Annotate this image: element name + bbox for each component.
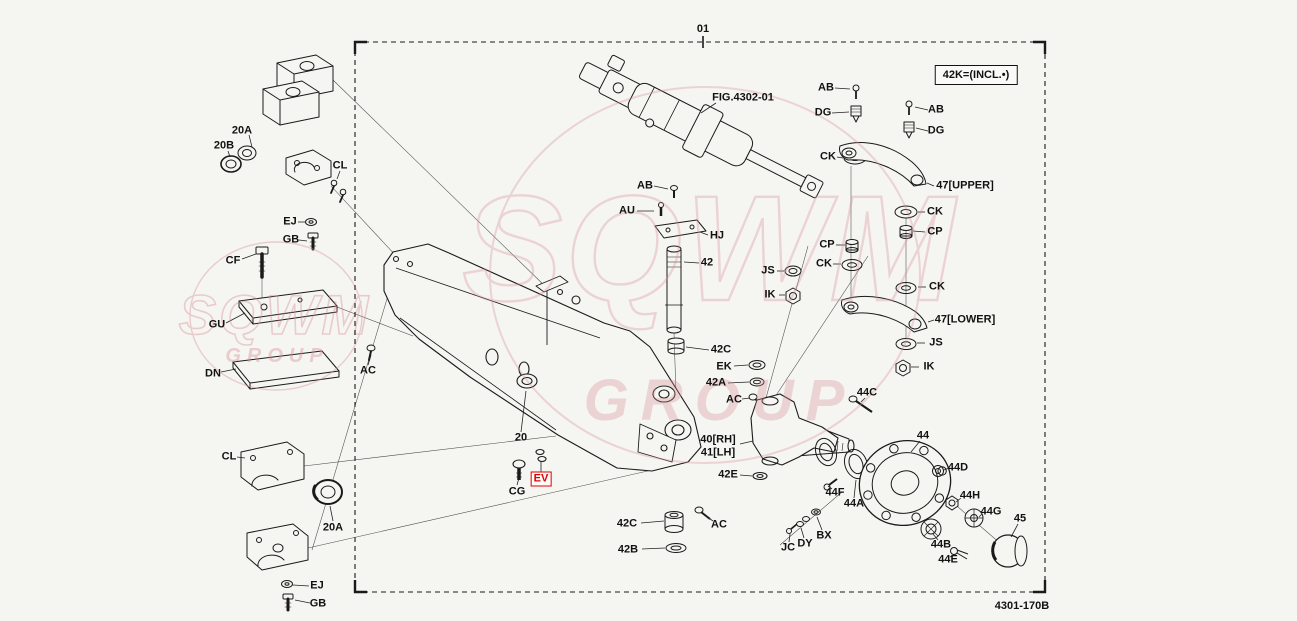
dn-pad (232, 350, 340, 390)
part-label-cl: CL (221, 450, 237, 463)
sheet-number: 01 (696, 23, 710, 35)
part-label-42c: 42C (710, 343, 732, 356)
part-label-40-rh: 40[RH] (700, 433, 736, 446)
part-label-ac: AC (711, 518, 727, 531)
upper-clamp-bracket (285, 149, 347, 203)
steering-cylinder (579, 54, 824, 239)
left-parts-group (220, 54, 376, 612)
part-label-41-lh: 41[LH] (700, 446, 736, 459)
hj-cover-plate (654, 219, 707, 239)
part-label-dg: DG (927, 124, 945, 137)
part-label-20a: 20A (322, 521, 344, 534)
part-label-44h: 44H (959, 489, 981, 502)
part-label-cf: CF (225, 254, 241, 267)
part-label-ik: IK (923, 360, 935, 373)
part-label-ck: CK (816, 257, 832, 270)
part-label-20a: 20A (231, 124, 253, 137)
lower-bushing-20a (312, 479, 343, 505)
steering-knuckle (750, 393, 855, 481)
part-label-au: AU (619, 204, 635, 217)
part-label-ab: AB (637, 179, 653, 192)
cf-bolt (255, 246, 269, 279)
part-label-ac: AC (726, 393, 742, 406)
drop-arms-group (784, 84, 928, 377)
part-label-42c: 42C (616, 517, 638, 530)
hub-assembly (786, 395, 1028, 568)
ac-bolt-left (366, 344, 376, 361)
part-label-cp: CP (927, 225, 943, 238)
part-label-42: 42 (700, 256, 714, 269)
part-label-ck: CK (820, 150, 836, 163)
leader-lines (220, 87, 1019, 604)
ev-washers (535, 448, 547, 463)
diagram-frame (353, 36, 1047, 594)
part-label-47-lower: 47[LOWER] (934, 313, 996, 326)
lower-clamp-bracket (240, 441, 305, 491)
part-label-fig-4302-01: FIG.4302-01 (712, 91, 774, 104)
part-label-ev: EV (530, 471, 552, 487)
axle-beam (383, 243, 702, 480)
part-label-44c: 44C (856, 386, 878, 399)
bushings-20a-20b (220, 145, 257, 173)
gu-plate (238, 289, 338, 325)
part-label-45: 45 (1013, 512, 1027, 525)
bottom-bracket (246, 523, 309, 612)
part-label-jc: JC (780, 541, 796, 554)
part-label-dg: DG (814, 106, 832, 119)
part-label-dn: DN (205, 367, 221, 380)
part-label-cp: CP (819, 238, 835, 251)
cg-bolt (512, 459, 526, 480)
part-label-44b: 44B (930, 538, 952, 551)
mount-blocks (262, 54, 334, 126)
part-label-bx: BX (816, 529, 832, 542)
lower-kingpin-parts (664, 506, 711, 553)
part-label-ck: CK (927, 205, 943, 218)
part-label-44g: 44G (980, 505, 1002, 518)
part-label-42e: 42E (718, 468, 738, 481)
part-label-ej: EJ (310, 579, 324, 592)
part-label-gb: GB (282, 233, 300, 246)
part-label-ck: CK (929, 280, 945, 293)
inclusion-note-box: 42K=(INCL.•) (934, 65, 1018, 85)
part-label-ek: EK (716, 360, 732, 373)
part-label-gu: GU (208, 318, 226, 331)
part-label-js: JS (929, 336, 943, 349)
part-label-gb: GB (309, 597, 327, 610)
ej-washer-gb-bolt-upper (305, 218, 319, 251)
part-label-js: JS (761, 264, 775, 277)
part-label-44d: 44D (947, 461, 969, 474)
drawing-number: 4301-170B (994, 600, 1050, 612)
part-label-ac: AC (360, 364, 376, 377)
au-grease-nipple (658, 202, 664, 216)
part-label-ab: AB (818, 81, 834, 94)
part-label-44: 44 (916, 429, 930, 442)
part-label-44a: 44A (843, 497, 865, 510)
part-label-ik: IK (764, 288, 776, 301)
part-label-47-upper: 47[UPPER] (936, 179, 994, 192)
part-label-cl: CL (332, 159, 348, 172)
part-label-cg: CG (508, 485, 526, 498)
part-label-44f: 44F (825, 486, 845, 499)
part-label-ab: AB (928, 103, 944, 116)
part-label-42a: 42A (705, 376, 727, 389)
part-label-20: 20 (514, 431, 528, 444)
part-label-42b: 42B (617, 543, 639, 556)
part-label-20b: 20B (213, 139, 235, 152)
part-label-ej: EJ (283, 215, 297, 228)
ab-fitting (670, 185, 678, 198)
part-label-dy: DY (797, 537, 813, 550)
part-label-44e: 44E (938, 553, 958, 566)
part-label-hj: HJ (709, 229, 725, 242)
